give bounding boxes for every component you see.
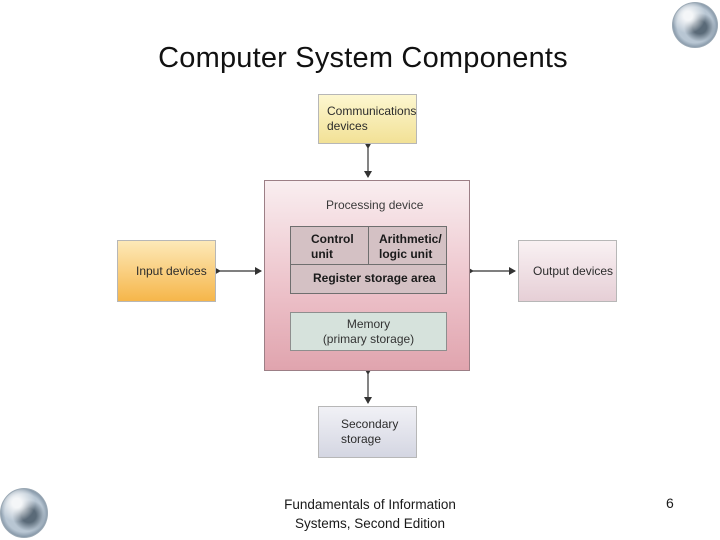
register-storage-cell: Register storage area (313, 271, 436, 285)
memory-line2: (primary storage) (322, 331, 415, 346)
memory-box: Memory (primary storage) (290, 312, 447, 351)
control-unit-line1: Control (311, 232, 354, 246)
output-devices-box: Output devices (518, 240, 617, 302)
alu-cell: Arithmetic/ logic unit (369, 227, 446, 265)
globe-logo-icon (672, 2, 718, 48)
footer-line2: Systems, Second Edition (294, 516, 446, 531)
communications-devices-box: Communications devices (318, 94, 417, 144)
communications-label-line2: devices (327, 119, 368, 133)
slide-title: Computer System Components (158, 42, 568, 74)
cpu-block: Control unit Arithmetic/ logic unit Regi… (290, 226, 447, 294)
globe-footer-icon (0, 488, 48, 538)
output-devices-label: Output devices (533, 263, 614, 278)
control-unit-cell: Control unit (291, 227, 369, 265)
input-devices-box: Input devices (117, 240, 216, 302)
input-devices-label: Input devices (136, 263, 207, 278)
communications-label-line1: Communications (327, 104, 417, 118)
memory-line1: Memory (346, 316, 391, 331)
footer-text: Fundamentals of Information Systems, Sec… (250, 495, 490, 533)
alu-line1: Arithmetic/ (379, 232, 442, 246)
processing-device-label: Processing device (326, 198, 424, 212)
alu-line2: logic unit (379, 247, 433, 261)
control-unit-line2: unit (311, 247, 333, 261)
secondary-storage-line2: storage (341, 432, 382, 446)
secondary-storage-box: Secondary storage (318, 406, 417, 458)
secondary-storage-line1: Secondary (341, 417, 399, 431)
page-number: 6 (666, 495, 674, 511)
footer-line1: Fundamentals of Information (284, 497, 456, 512)
